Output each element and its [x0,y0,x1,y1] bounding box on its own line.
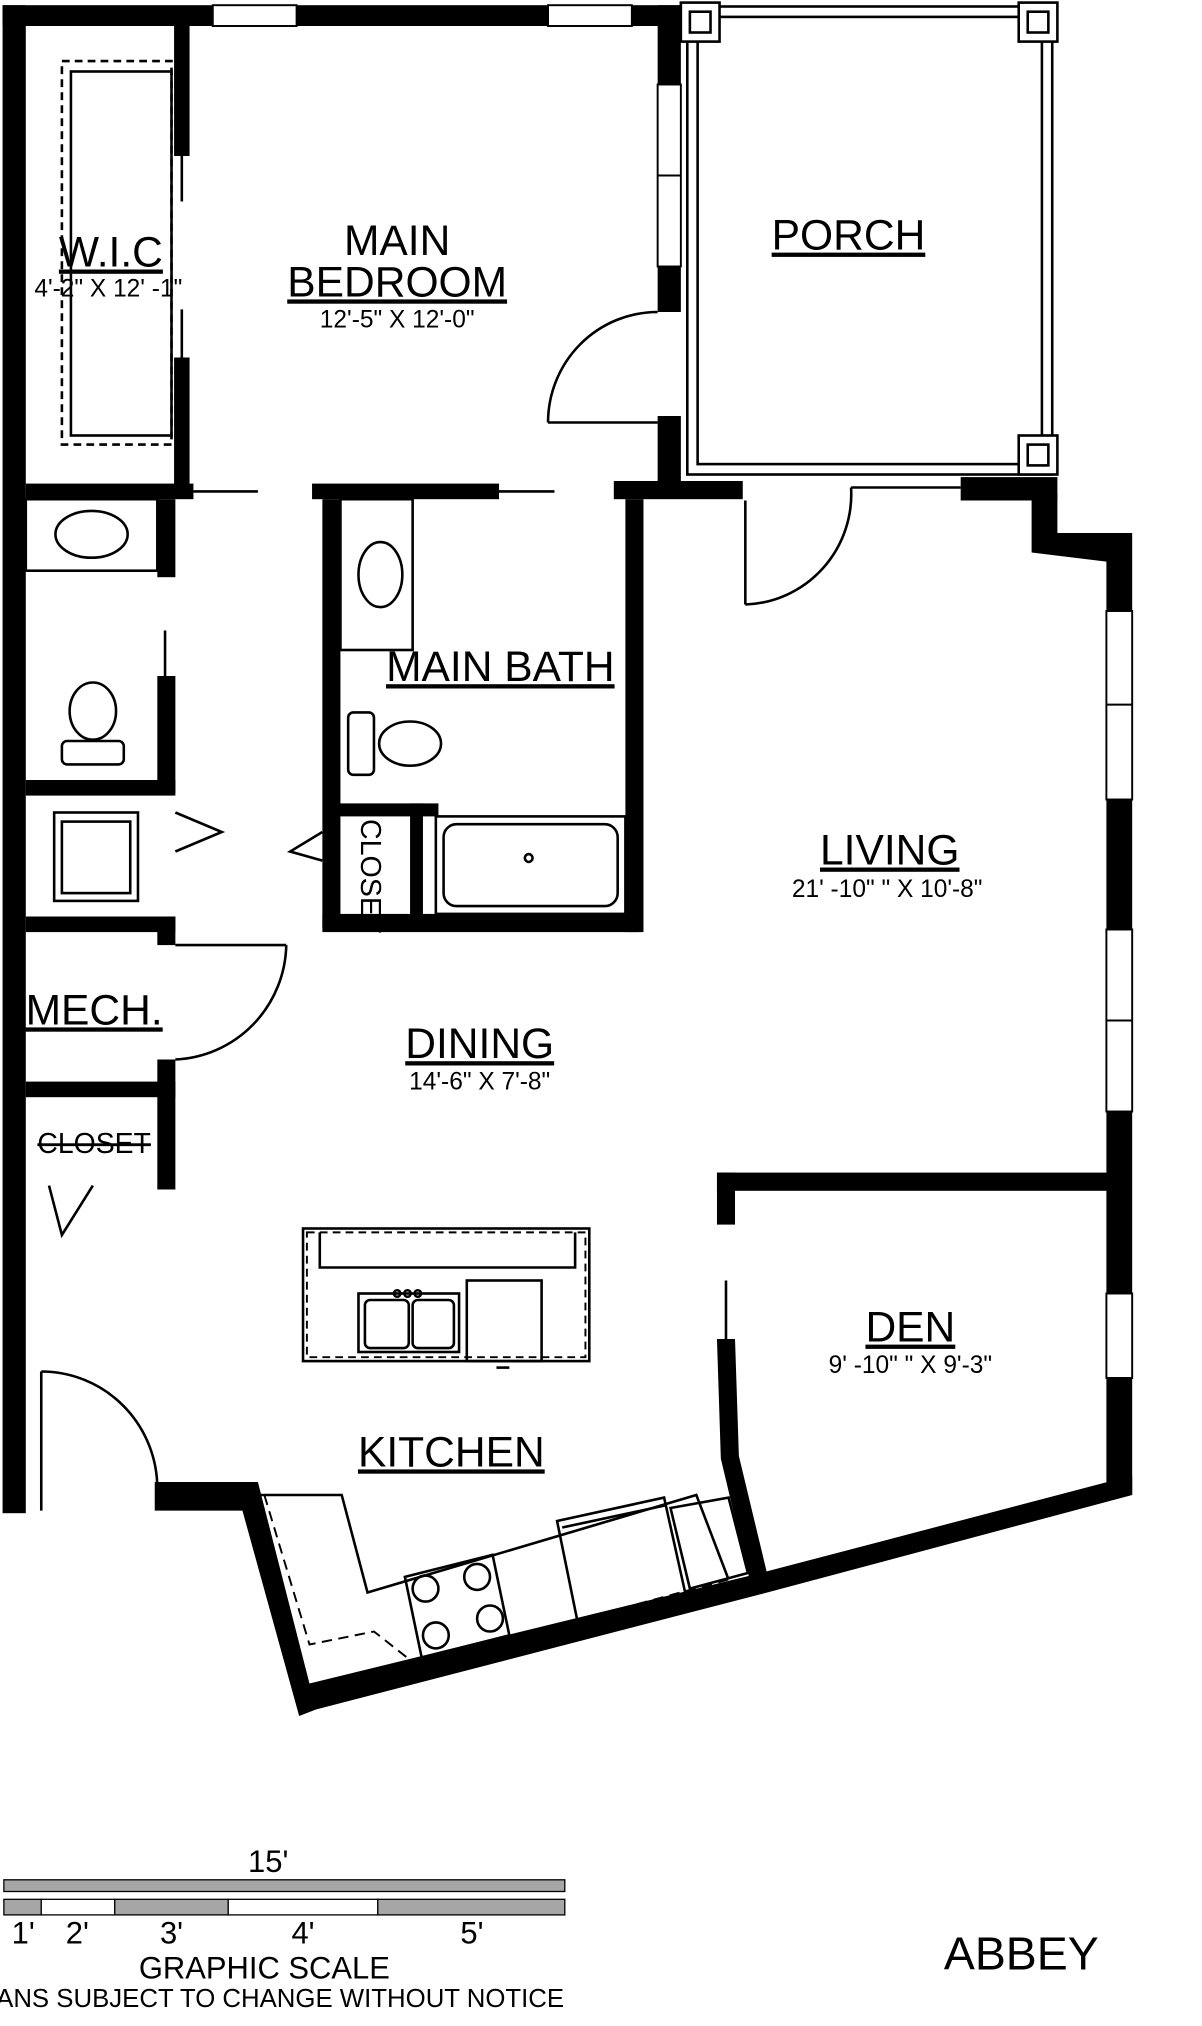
scale-seg-4 [227,1898,379,1916]
den-label: DEN [865,1303,955,1351]
scale-bar-top [3,1879,566,1893]
fixtures [24,59,750,1666]
scale-seg-5 [377,1898,566,1916]
room-labels: W.I.C 4'-2" X 12' -1" MAIN BEDROOM 12'-5… [26,211,993,1476]
kitchen-label: KITCHEN [358,1428,545,1476]
windows [211,4,1134,1379]
plans-notice: PLANS SUBJECT TO CHANGE WITHOUT NOTICE [0,1985,564,2013]
scale-tick-1: 1' [12,1915,35,1950]
scale-seg-1 [3,1898,42,1916]
mech-label: MECH. [26,986,163,1034]
dining-dims: 14'-6" X 7'-8" [409,1068,550,1095]
main-bath-label: MAIN BATH [386,643,615,691]
scale-tick-4: 4' [291,1915,314,1950]
interior-walls [25,26,1130,1584]
scale-tick-2: 2' [66,1915,89,1950]
scale-tick-5: 5' [460,1915,483,1950]
scale-total-label: 15' [248,1844,288,1879]
bath-closet-label: CLOSET [354,819,386,933]
living-dims: 21' -10" " X 10'-8" [792,876,983,903]
hall-closet-label: CLOSET [37,1128,150,1160]
scale-seg-2 [40,1898,116,1916]
main-bedroom-label-line1: MAIN [344,217,450,265]
scale-seg-3 [114,1898,229,1916]
den-dims: 9' -10" " X 9'-3" [829,1352,992,1379]
living-label: LIVING [820,826,960,874]
porch-outline [679,1,1059,476]
dining-label: DINING [405,1020,554,1068]
scale-title: GRAPHIC SCALE [139,1950,390,1985]
scale-tick-3: 3' [160,1915,183,1950]
main-bedroom-label-line2: BEDROOM [287,258,507,306]
wic-dims: 4'-2" X 12' -1" [34,275,182,302]
main-bedroom-dims: 12'-5" X 12'-0" [320,307,475,334]
porch-label: PORCH [772,211,926,259]
graphic-scale: 15' 1' 2' 3' 4' 5' GRAPHIC SCALE PLANS S… [0,1844,566,2013]
doors [39,51,961,1511]
wic-label: W.I.C [59,228,163,276]
plan-name: ABBEY [944,1927,1099,1979]
